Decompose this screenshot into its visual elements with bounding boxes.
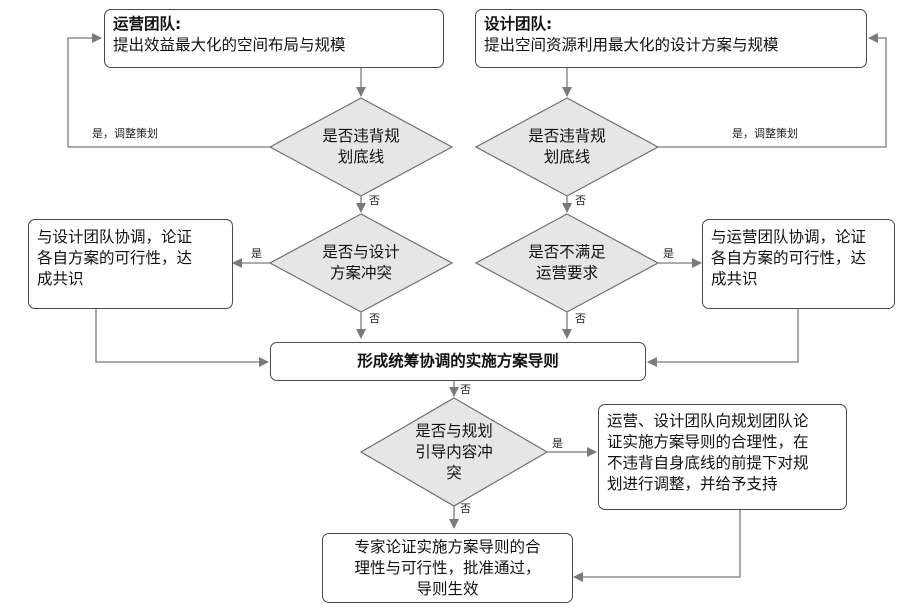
edge-argue-to-expert bbox=[573, 510, 741, 582]
edge-label-no-right-1: 否 bbox=[575, 194, 586, 207]
edge-label-no-planning: 否 bbox=[460, 502, 471, 515]
edge-label-yes-ops-requirement: 是 bbox=[663, 247, 674, 260]
decision-ops-requirement-text: 是否不满足运营要求 bbox=[528, 243, 606, 282]
design-team-text: 提出空间资源利用最大化的设计方案与规模 bbox=[484, 36, 779, 54]
edge-coord-design-to-guideline bbox=[95, 309, 269, 367]
decision-planning-text: 是否与规划引导内容冲突 bbox=[415, 422, 493, 482]
edge-label-no-left-2: 否 bbox=[369, 312, 380, 325]
ops-team-title: 运营团队: bbox=[113, 15, 182, 33]
edge-right-feedback bbox=[658, 33, 887, 148]
design-team-box: 设计团队: 提出空间资源利用最大化的设计方案与规模 bbox=[475, 9, 867, 68]
design-team-title: 设计团队: bbox=[484, 15, 553, 33]
edge-label-no-left-1: 否 bbox=[369, 194, 380, 207]
coordinate-with-design-box: 与设计团队协调，论证各自方案的可行性，达成共识 bbox=[28, 219, 233, 309]
ops-team-text: 提出效益最大化的空间布局与规模 bbox=[113, 36, 346, 54]
edge-label-yes-adjust-left: 是，调整策划 bbox=[92, 127, 158, 140]
edge-left-feedback bbox=[67, 33, 270, 148]
decision-conflict-text: 是否与设计方案冲突 bbox=[322, 243, 400, 282]
edge-label-no-right-2: 否 bbox=[575, 312, 586, 325]
edge-label-no-guideline: 否 bbox=[460, 383, 471, 396]
ops-team-box: 运营团队: 提出效益最大化的空间布局与规模 bbox=[104, 9, 444, 68]
guideline-box: 形成统筹协调的实施方案导则 bbox=[270, 342, 646, 381]
decision-right-baseline-text: 是否违背规划底线 bbox=[528, 127, 606, 166]
edge-label-yes-adjust-right: 是，调整策划 bbox=[732, 127, 798, 140]
coordinate-with-ops-box: 与运营团队协调，论证各自方案的可行性，达成共识 bbox=[702, 219, 895, 309]
decision-left-baseline-text: 是否违背规划底线 bbox=[322, 127, 400, 166]
expert-review-box: 专家论证实施方案导则的合理性与可行性，批准通过，导则生效 bbox=[322, 533, 573, 603]
edge-coord-ops-to-guideline bbox=[647, 309, 799, 367]
argue-to-planning-box: 运营、设计团队向规划团队论证实施方案导则的合理性，在不违背自身底线的前提下对规划… bbox=[598, 404, 847, 510]
edge-label-yes-planning: 是 bbox=[552, 437, 563, 450]
edge-label-yes-conflict: 是 bbox=[251, 247, 262, 260]
